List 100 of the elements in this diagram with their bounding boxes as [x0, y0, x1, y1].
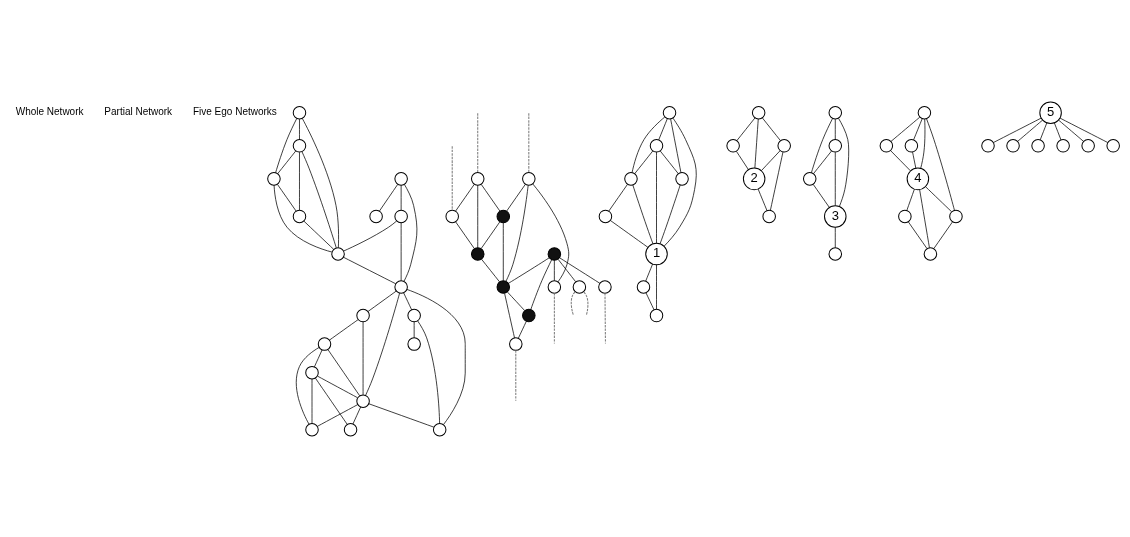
connector [754, 118, 759, 168]
node-circle [432, 422, 446, 436]
connector [480, 221, 500, 249]
connector [352, 406, 361, 424]
connector [553, 292, 555, 344]
connector [362, 321, 363, 395]
connector [911, 151, 916, 169]
node-circle [674, 171, 689, 186]
node-circle [572, 279, 586, 294]
node-circle [521, 308, 536, 322]
node-circle [470, 246, 484, 261]
connector [298, 151, 300, 210]
connector [342, 220, 397, 251]
node-circle [470, 171, 484, 186]
node-circle [355, 308, 370, 322]
connector [531, 183, 569, 282]
connector [812, 183, 830, 208]
node-circle [897, 209, 912, 223]
node-circle: 5 [1038, 101, 1062, 124]
node-circle [547, 279, 561, 294]
node-circle [1055, 138, 1070, 153]
connector [582, 291, 588, 315]
label: Five Ego Networks [192, 105, 277, 117]
node-circle [828, 105, 842, 120]
connector [1057, 119, 1084, 142]
connector [298, 118, 300, 140]
connector [655, 263, 657, 310]
node-circle: 2 [742, 167, 765, 190]
node-circle [636, 279, 650, 294]
connector [834, 151, 836, 206]
connector [367, 290, 397, 312]
connector [406, 288, 466, 425]
node-circle [948, 209, 963, 223]
node-circle [649, 138, 663, 153]
node-circle [343, 422, 357, 436]
connector [659, 184, 681, 244]
node-circle [802, 171, 816, 186]
node-circle [879, 138, 893, 153]
connector [837, 117, 849, 207]
connector [476, 184, 478, 248]
connector [644, 263, 653, 281]
node-circle [266, 171, 281, 186]
connector [507, 256, 550, 284]
connector [506, 291, 525, 311]
node-circle [751, 105, 765, 120]
node-circle [508, 336, 523, 351]
label: Partial Network [103, 105, 172, 117]
connector [316, 403, 358, 427]
connector [416, 319, 440, 424]
node-circle [828, 138, 842, 153]
connector [558, 256, 600, 284]
node-circle [904, 138, 918, 153]
connector [812, 150, 832, 174]
node-circle: 3 [823, 204, 847, 228]
connector [400, 222, 401, 281]
connector [517, 320, 527, 339]
connector [659, 150, 679, 174]
connector [631, 184, 653, 244]
connector [1016, 119, 1043, 142]
node-circle [1105, 138, 1120, 153]
connector [604, 292, 606, 344]
node-circle [496, 279, 510, 294]
connector [454, 183, 475, 211]
connector [760, 149, 781, 171]
node-circle [623, 171, 638, 186]
connector [1053, 122, 1061, 140]
connector [663, 117, 697, 247]
connector [476, 112, 478, 173]
connector [503, 292, 515, 338]
node-circle [1005, 138, 1020, 153]
connector [402, 291, 412, 310]
connector [890, 116, 920, 142]
connector [669, 118, 681, 173]
connector [919, 118, 925, 169]
node-circle [725, 138, 740, 153]
connector [918, 188, 930, 248]
connector [327, 348, 360, 396]
connector [769, 151, 783, 211]
node-circle [662, 105, 676, 120]
connector [1039, 122, 1047, 140]
connector [342, 256, 396, 284]
connector [328, 318, 359, 340]
node-circle [649, 308, 663, 322]
connector [657, 117, 668, 140]
connector [757, 188, 767, 211]
connector [655, 151, 657, 244]
node-circle [776, 138, 791, 153]
connector [834, 118, 836, 140]
node-circle [393, 279, 408, 294]
node-circle [292, 105, 306, 120]
node-circle [330, 246, 345, 261]
connector [403, 183, 417, 282]
connector [316, 375, 358, 398]
node-circle [406, 308, 421, 322]
connector [907, 221, 927, 249]
connector [303, 220, 334, 250]
connector [313, 349, 322, 367]
connector [480, 258, 500, 282]
connector [311, 378, 312, 424]
node-circle [355, 393, 370, 408]
